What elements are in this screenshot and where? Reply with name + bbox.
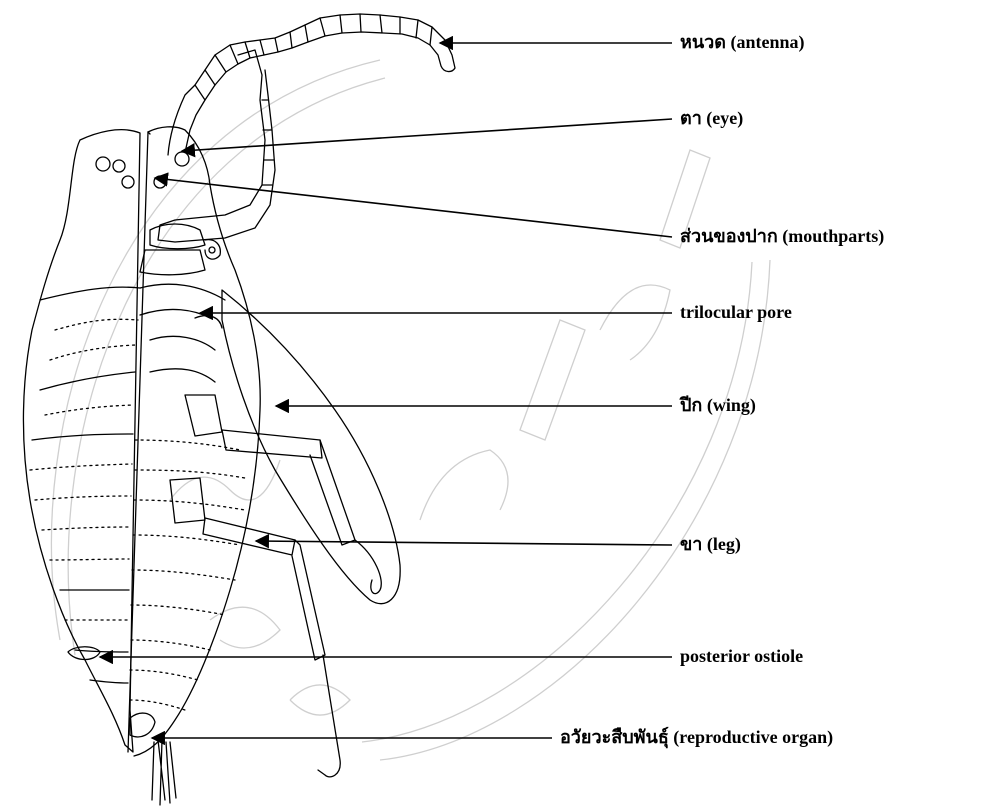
wing-shape: [222, 290, 400, 604]
label-posterior-ostiole: posterior ostiole: [680, 647, 803, 665]
label-mouthparts: ส่วนของปาก (mouthparts): [680, 227, 884, 245]
label-leg: ขา (leg): [680, 535, 741, 553]
label-wing: ปีก (wing): [680, 396, 756, 414]
antenna-shape: [168, 14, 455, 155]
pointer-eye: [182, 119, 672, 151]
body-outline-left: [23, 130, 140, 752]
watermark-seal: [51, 60, 770, 760]
eye-circle: [175, 152, 189, 166]
label-trilocular-pore: trilocular pore: [680, 303, 792, 321]
body-outline-right: [134, 127, 260, 756]
label-reproductive-organ: อวัยวะสืบพันธุ์ (reproductive organ): [560, 728, 833, 746]
pointer-mouthparts: [155, 178, 672, 237]
label-eye: ตา (eye): [680, 109, 743, 127]
label-antenna: หนวด (antenna): [680, 33, 804, 51]
ocellus-left: [96, 157, 110, 171]
pointer-leg: [256, 541, 672, 545]
